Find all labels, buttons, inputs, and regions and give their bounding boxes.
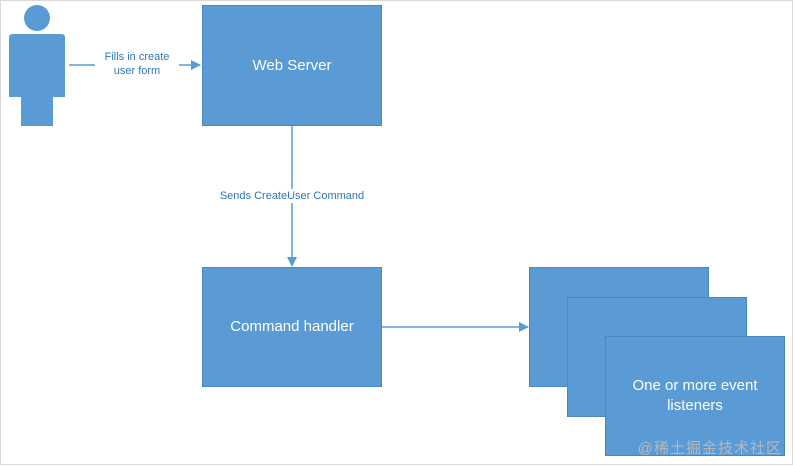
event-listener-box-front: One or more event listeners <box>605 336 785 456</box>
watermark-text: @稀土掘金技术社区 <box>637 440 782 457</box>
web-server-label: Web Server <box>252 56 332 74</box>
web-server-box: Web Server <box>202 5 382 126</box>
command-handler-label: Command handler <box>230 318 354 335</box>
edge-label-sends-command: Sends CreateUser Command <box>207 189 377 203</box>
event-listeners-label: One or more event listeners <box>632 377 758 414</box>
command-handler-box: Command handler <box>202 267 382 387</box>
user-icon <box>9 5 65 126</box>
edge-label-fills-in-form: Fills in create user form <box>95 50 179 78</box>
